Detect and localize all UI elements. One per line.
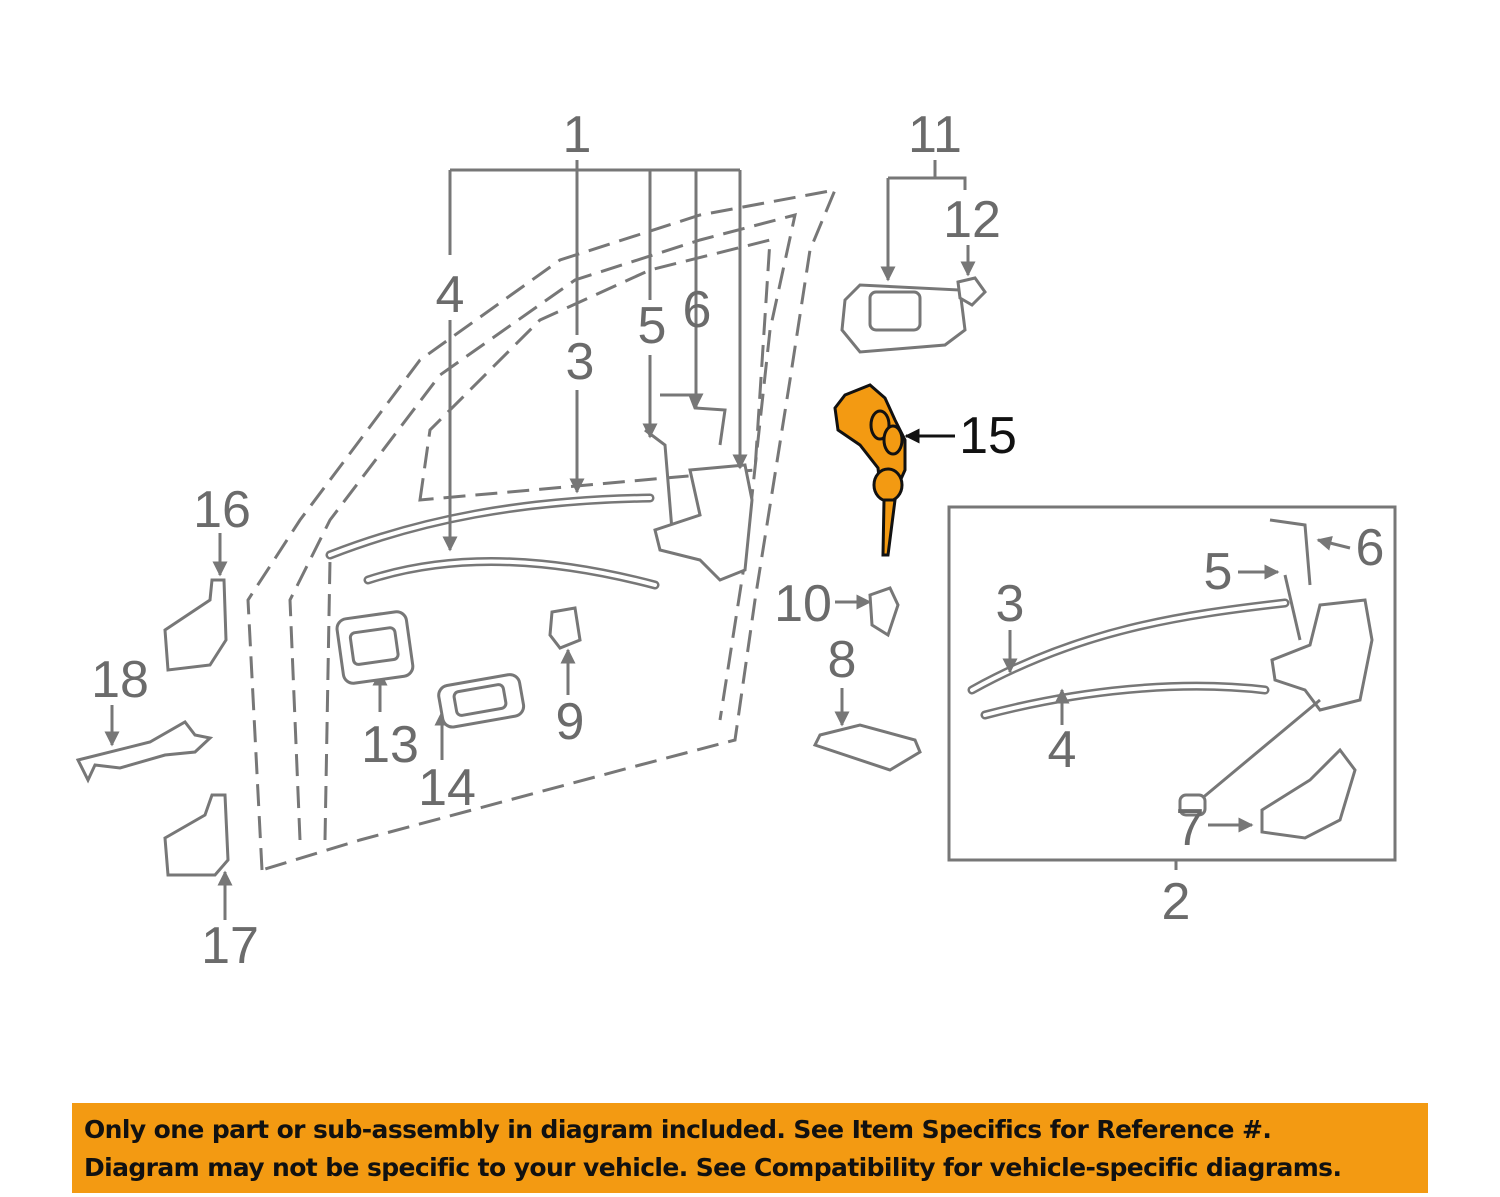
callout-14: 14 (418, 759, 476, 817)
outer-handle-part-11 (840, 283, 967, 354)
inset-callout-4: 4 (1048, 721, 1077, 779)
callout-18: 18 (91, 651, 149, 709)
inner-handle-part-13 (335, 610, 415, 685)
callout-8: 8 (828, 631, 857, 689)
door-cables (325, 393, 754, 590)
clip-part-10 (868, 586, 900, 638)
inset-callout-3: 3 (996, 575, 1025, 633)
inset-callout-6: 6 (1356, 519, 1385, 577)
disclaimer-line-1: Only one part or sub-assembly in diagram… (84, 1115, 1272, 1144)
callout-9: 9 (556, 693, 585, 751)
callout-13: 13 (361, 716, 419, 774)
callout-12: 12 (943, 191, 1001, 249)
callout-1: 1 (563, 106, 592, 164)
parts-diagram: 1 11 12 4 5 6 3 15 16 18 13 14 9 10 8 17… (75, 106, 1397, 975)
disclaimer-line-2: Diagram may not be specific to your vehi… (84, 1153, 1342, 1182)
disclaimer-banner: Only one part or sub-assembly in diagram… (72, 1103, 1428, 1193)
callout-2: 2 (1162, 873, 1191, 931)
lock-cylinder-part-15 (833, 383, 907, 557)
callout-16: 16 (193, 481, 251, 539)
callout-3: 3 (566, 333, 595, 391)
clip-part-9 (548, 606, 582, 650)
callout-17: 17 (201, 917, 259, 975)
leader-lines (104, 160, 976, 920)
hinge-part-17 (163, 793, 230, 877)
callout-10: 10 (774, 575, 832, 633)
callout-5: 5 (638, 297, 667, 355)
inset-callout-5: 5 (1204, 543, 1233, 601)
check-part-18 (75, 720, 214, 784)
hinge-part-16 (163, 578, 228, 672)
clip-part-12 (956, 276, 987, 307)
callout-7: 7 (1176, 799, 1205, 857)
inner-handle-part-14 (437, 673, 526, 729)
inset-subassembly-2 (947, 505, 1397, 870)
callout-4: 4 (436, 266, 465, 324)
callout-6: 6 (683, 281, 712, 339)
bracket-part-8 (812, 723, 922, 772)
callout-15: 15 (959, 407, 1017, 465)
callout-11: 11 (908, 106, 962, 164)
